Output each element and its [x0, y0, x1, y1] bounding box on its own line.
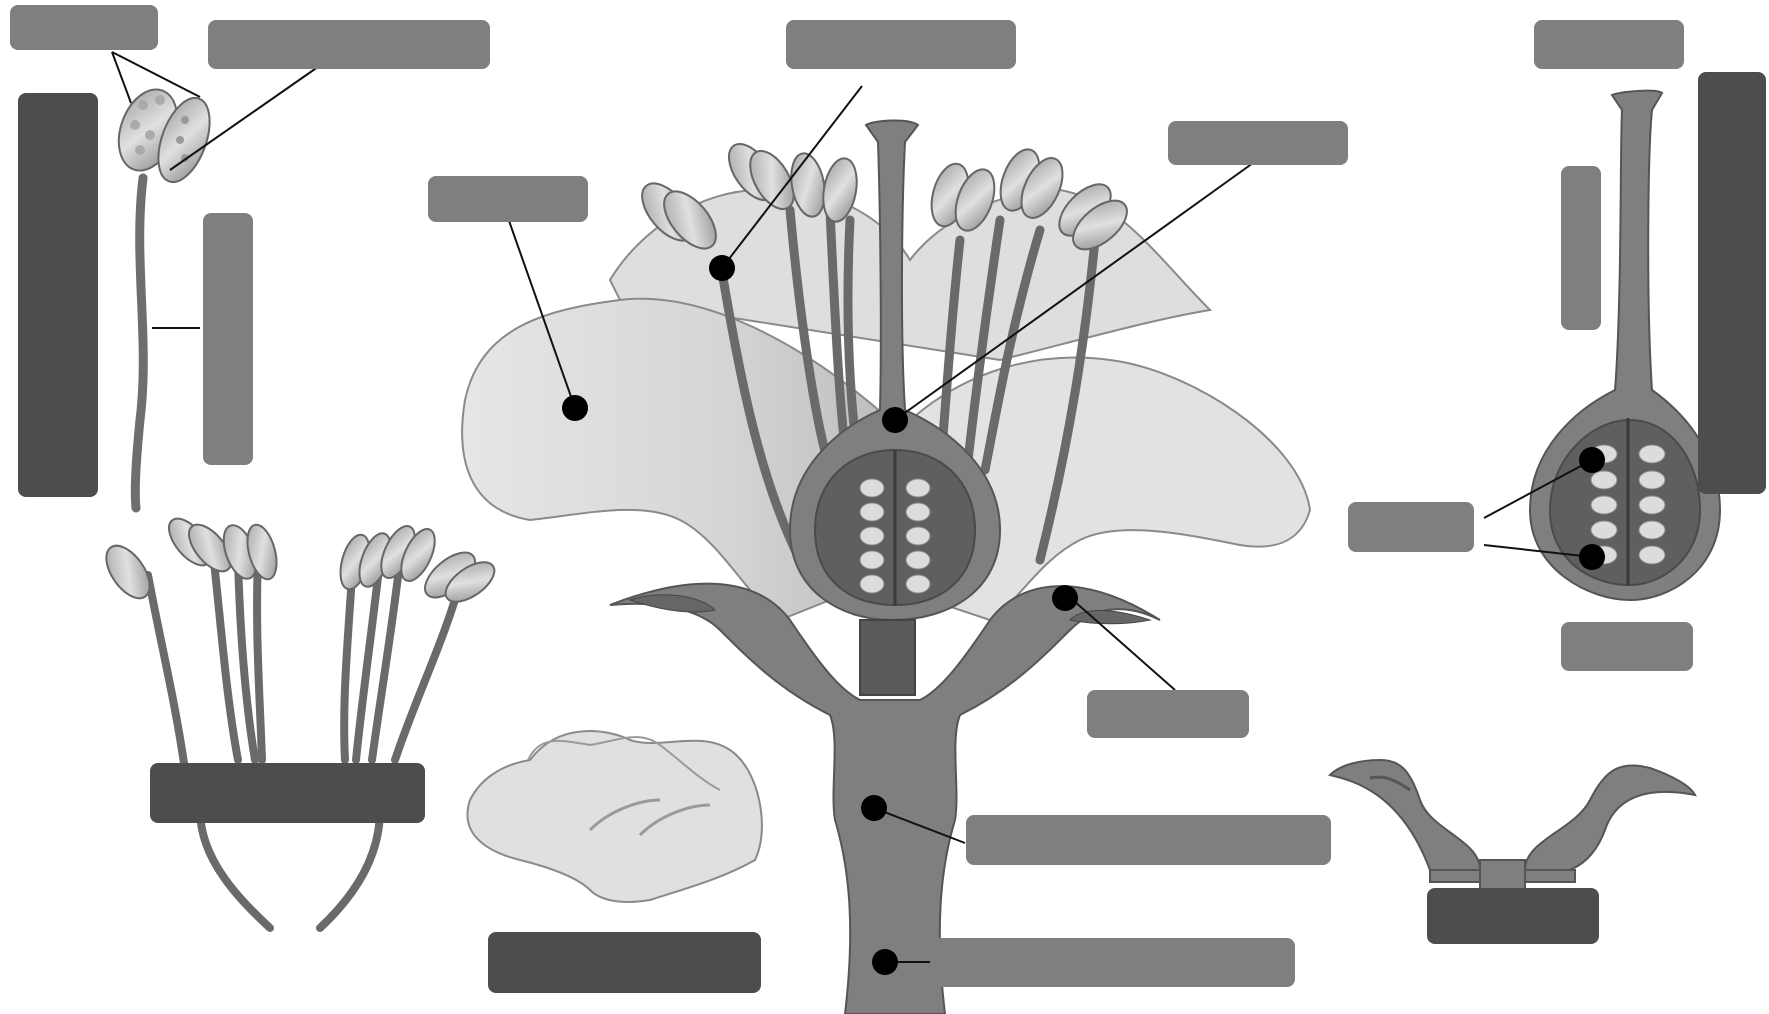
filament-label-box	[203, 213, 253, 465]
marker-ovule-top	[1579, 447, 1605, 473]
marker-petal	[562, 395, 588, 421]
ovary-bottom-label-box	[1561, 622, 1693, 671]
stamen-center-label-box	[786, 20, 1016, 69]
ovule-label-box	[1348, 502, 1474, 552]
stalk-label-box	[930, 938, 1295, 987]
pistil-drawing	[1530, 91, 1720, 600]
marker-ovule-bottom	[1579, 544, 1605, 570]
marker-ovary	[882, 407, 908, 433]
stamen-top-left-small-box	[10, 5, 158, 50]
marker-stalk	[872, 949, 898, 975]
stamen-group-label-box	[18, 93, 98, 497]
receptacle-label-box	[966, 815, 1331, 865]
anther-label-box	[208, 20, 490, 69]
ovary-label-box	[1168, 121, 1348, 165]
style-label-box	[1561, 166, 1601, 330]
single-anther	[108, 81, 219, 189]
androecium-label-box	[150, 763, 425, 823]
marker-sepal	[1052, 585, 1078, 611]
calyx-drawing	[1330, 760, 1695, 890]
pistil-group-label-box	[1698, 72, 1766, 494]
petal-label-box	[428, 176, 588, 222]
calyx-label-box	[1427, 888, 1599, 944]
pistil-top-label-box	[1534, 20, 1684, 69]
corolla-drawing	[467, 731, 761, 902]
androecium-drawing	[148, 545, 458, 928]
androecium-anthers	[98, 512, 501, 610]
corolla-label-box	[488, 932, 761, 993]
sepal-label-box	[1087, 690, 1249, 738]
marker-receptacle	[861, 795, 887, 821]
marker-stamen	[709, 255, 735, 281]
